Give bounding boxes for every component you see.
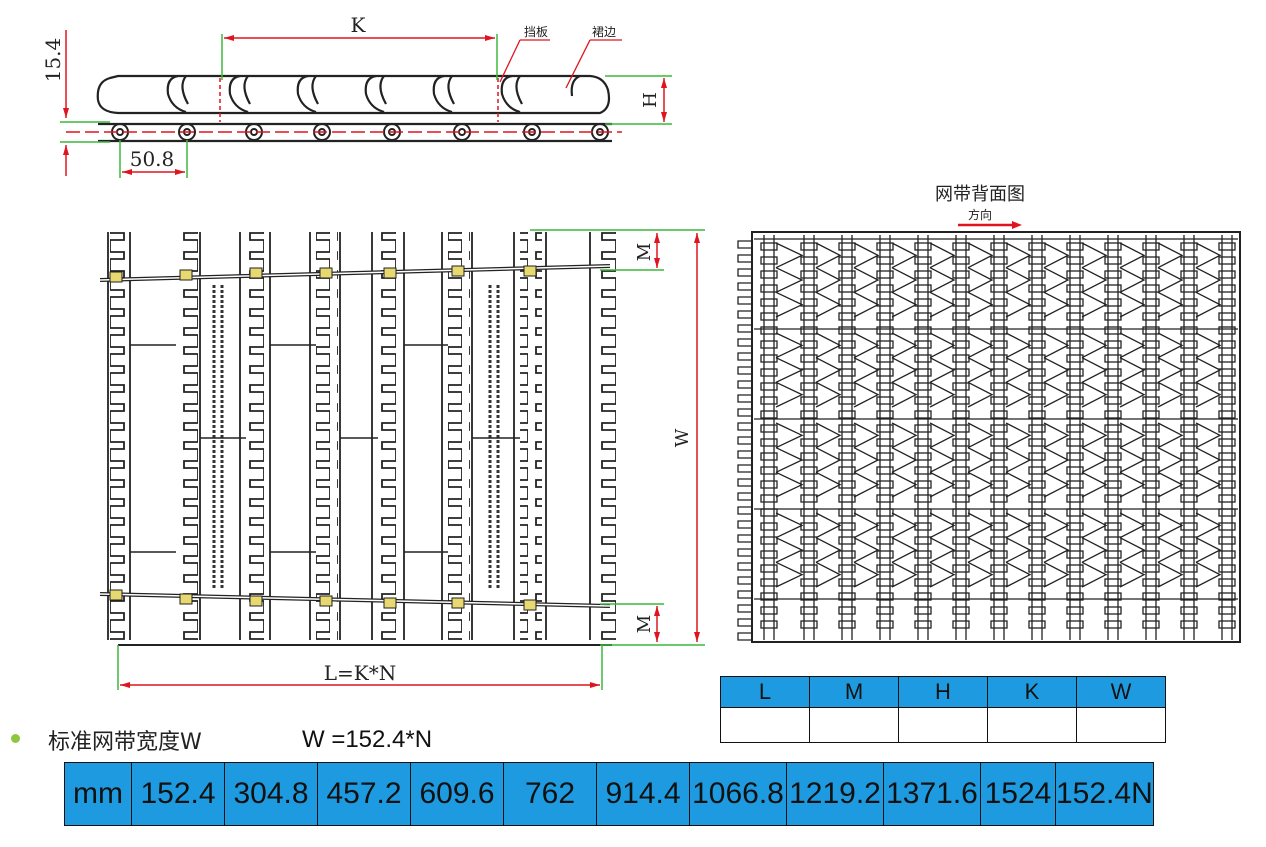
standard-width-label: 标准网带宽度W (48, 730, 202, 755)
width-cell-5: 762 (503, 762, 597, 826)
top-view-drawing: W M M L=K*N (99, 229, 705, 690)
width-cell-7: 1066.8 (689, 762, 787, 826)
dim-w-label: W (672, 428, 693, 447)
dim-50-8-label: 50.8 (130, 147, 175, 171)
param-value-l (720, 707, 810, 743)
param-header-l: L (720, 676, 810, 708)
back-view-drawing (737, 221, 1241, 643)
width-cell-formula: 152.4N (1055, 762, 1154, 826)
param-header-h: H (898, 676, 988, 708)
width-cell-2: 304.8 (224, 762, 318, 826)
width-cell-10: 1524 (980, 762, 1056, 826)
bullet-dot (11, 734, 20, 743)
dim-15-4-label: 15.4 (41, 38, 65, 83)
width-cell-3: 457.2 (317, 762, 411, 826)
sidewall-label: 裙边 (592, 25, 616, 39)
param-header-m: M (809, 676, 899, 708)
width-formula: W =152.4*N (302, 726, 433, 753)
width-cell-8: 1219.2 (786, 762, 884, 826)
flight-label: 挡板 (524, 25, 548, 39)
dim-m-bottom-label: M (634, 615, 655, 633)
direction-label: 方向 (968, 208, 993, 222)
param-value-h (898, 707, 988, 743)
dim-h-label: H (640, 92, 661, 108)
param-header-k: K (987, 676, 1077, 708)
width-table: mm 152.4 304.8 457.2 609.6 762 914.4 106… (64, 762, 1154, 826)
back-view-title: 网带背面图 (935, 184, 1025, 205)
width-cell-1: 152.4 (131, 762, 225, 826)
param-value-w (1076, 707, 1166, 743)
width-cell-9: 1371.6 (883, 762, 981, 826)
param-header-w: W (1076, 676, 1166, 708)
width-cell-6: 914.4 (596, 762, 690, 826)
params-table: L M H K W (720, 676, 1166, 743)
side-view-drawing: K 15.4 50.8 H 挡板 裙边 (41, 13, 672, 178)
dim-length-label: L=K*N (324, 661, 396, 685)
param-value-m (809, 707, 899, 743)
width-cell-4: 609.6 (410, 762, 504, 826)
param-value-k (987, 707, 1077, 743)
dim-m-top-label: M (634, 243, 655, 261)
width-unit-cell: mm (64, 762, 132, 826)
dim-k-label: K (351, 13, 367, 37)
